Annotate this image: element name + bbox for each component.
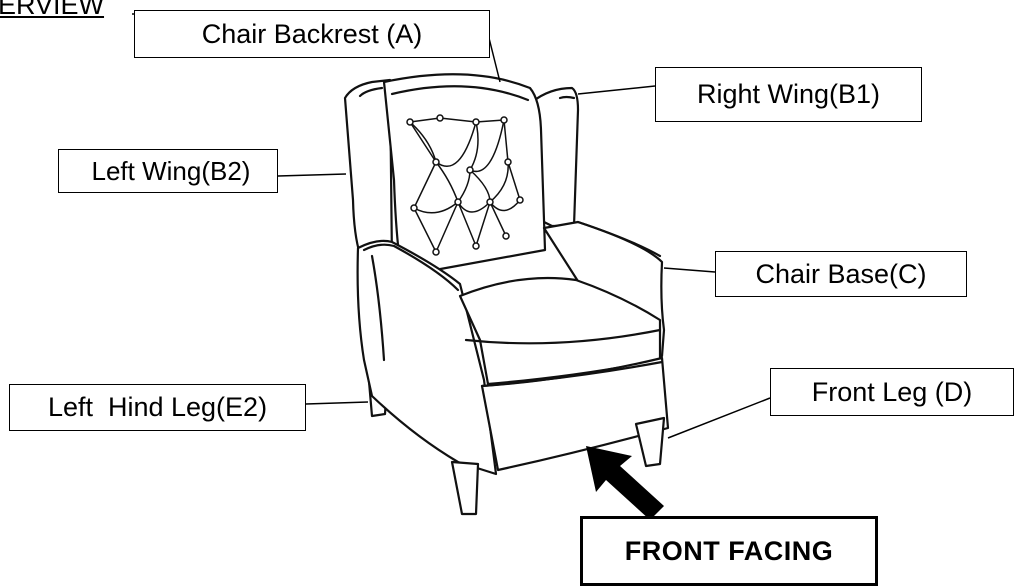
chair-seat-cushion (458, 276, 662, 386)
leader-lines (132, 13, 771, 439)
front-facing-label: FRONT FACING (580, 516, 878, 586)
label-chair-base: Chair Base(C) (715, 251, 967, 297)
front-facing-arrow (586, 446, 664, 520)
chair-left-arm (356, 239, 498, 476)
label-left-wing: Left Wing(B2) (58, 149, 278, 193)
label-front-leg: Front Leg (D) (770, 368, 1014, 416)
leader-left-wing (277, 173, 347, 177)
chair-front-leg-left (450, 460, 480, 516)
leader-right-wing (577, 85, 656, 95)
label-chair-backrest: Chair Backrest (A) (134, 10, 490, 58)
overview-heading: ERVIEW (0, 0, 105, 20)
chair-backrest (382, 73, 547, 278)
leader-front-leg (667, 397, 771, 439)
label-left-hind-leg: Left Hind Leg(E2) (9, 384, 306, 431)
leader-backrest (487, 33, 501, 83)
label-right-wing: Right Wing(B1) (655, 67, 922, 122)
leader-chair-base (663, 267, 716, 273)
chair-front-leg-right (634, 416, 666, 468)
tufting-buttons (406, 114, 524, 256)
chair-left-wing (343, 78, 394, 264)
leader-left-hind-leg (305, 401, 369, 405)
